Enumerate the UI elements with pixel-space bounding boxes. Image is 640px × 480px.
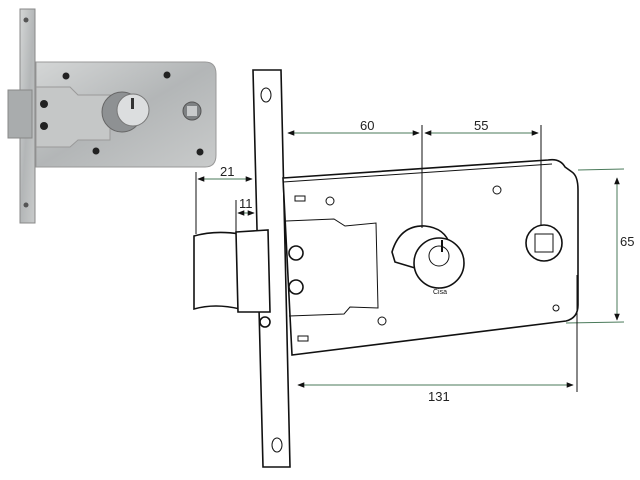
dim-21: 21	[220, 164, 234, 179]
latch-guide	[235, 229, 271, 313]
dim-11: 11	[239, 196, 253, 211]
latch-bolt	[193, 231, 241, 311]
cylinder: Cisa	[391, 225, 465, 296]
inner-plate	[285, 218, 379, 317]
screw-hole-bottom	[271, 437, 283, 453]
spindle-square	[525, 224, 563, 262]
dim-60: 60	[360, 118, 374, 133]
screw	[288, 279, 304, 295]
svg-text:Cisa: Cisa	[433, 289, 447, 296]
screw	[288, 245, 304, 261]
dimension-lines	[195, 125, 625, 392]
screw-hole-top	[260, 87, 272, 103]
dim-65: 65	[620, 234, 634, 249]
dim-55: 55	[474, 118, 488, 133]
faceplate	[252, 69, 291, 468]
lock-photo	[7, 8, 217, 224]
dim-131: 131	[428, 389, 450, 404]
